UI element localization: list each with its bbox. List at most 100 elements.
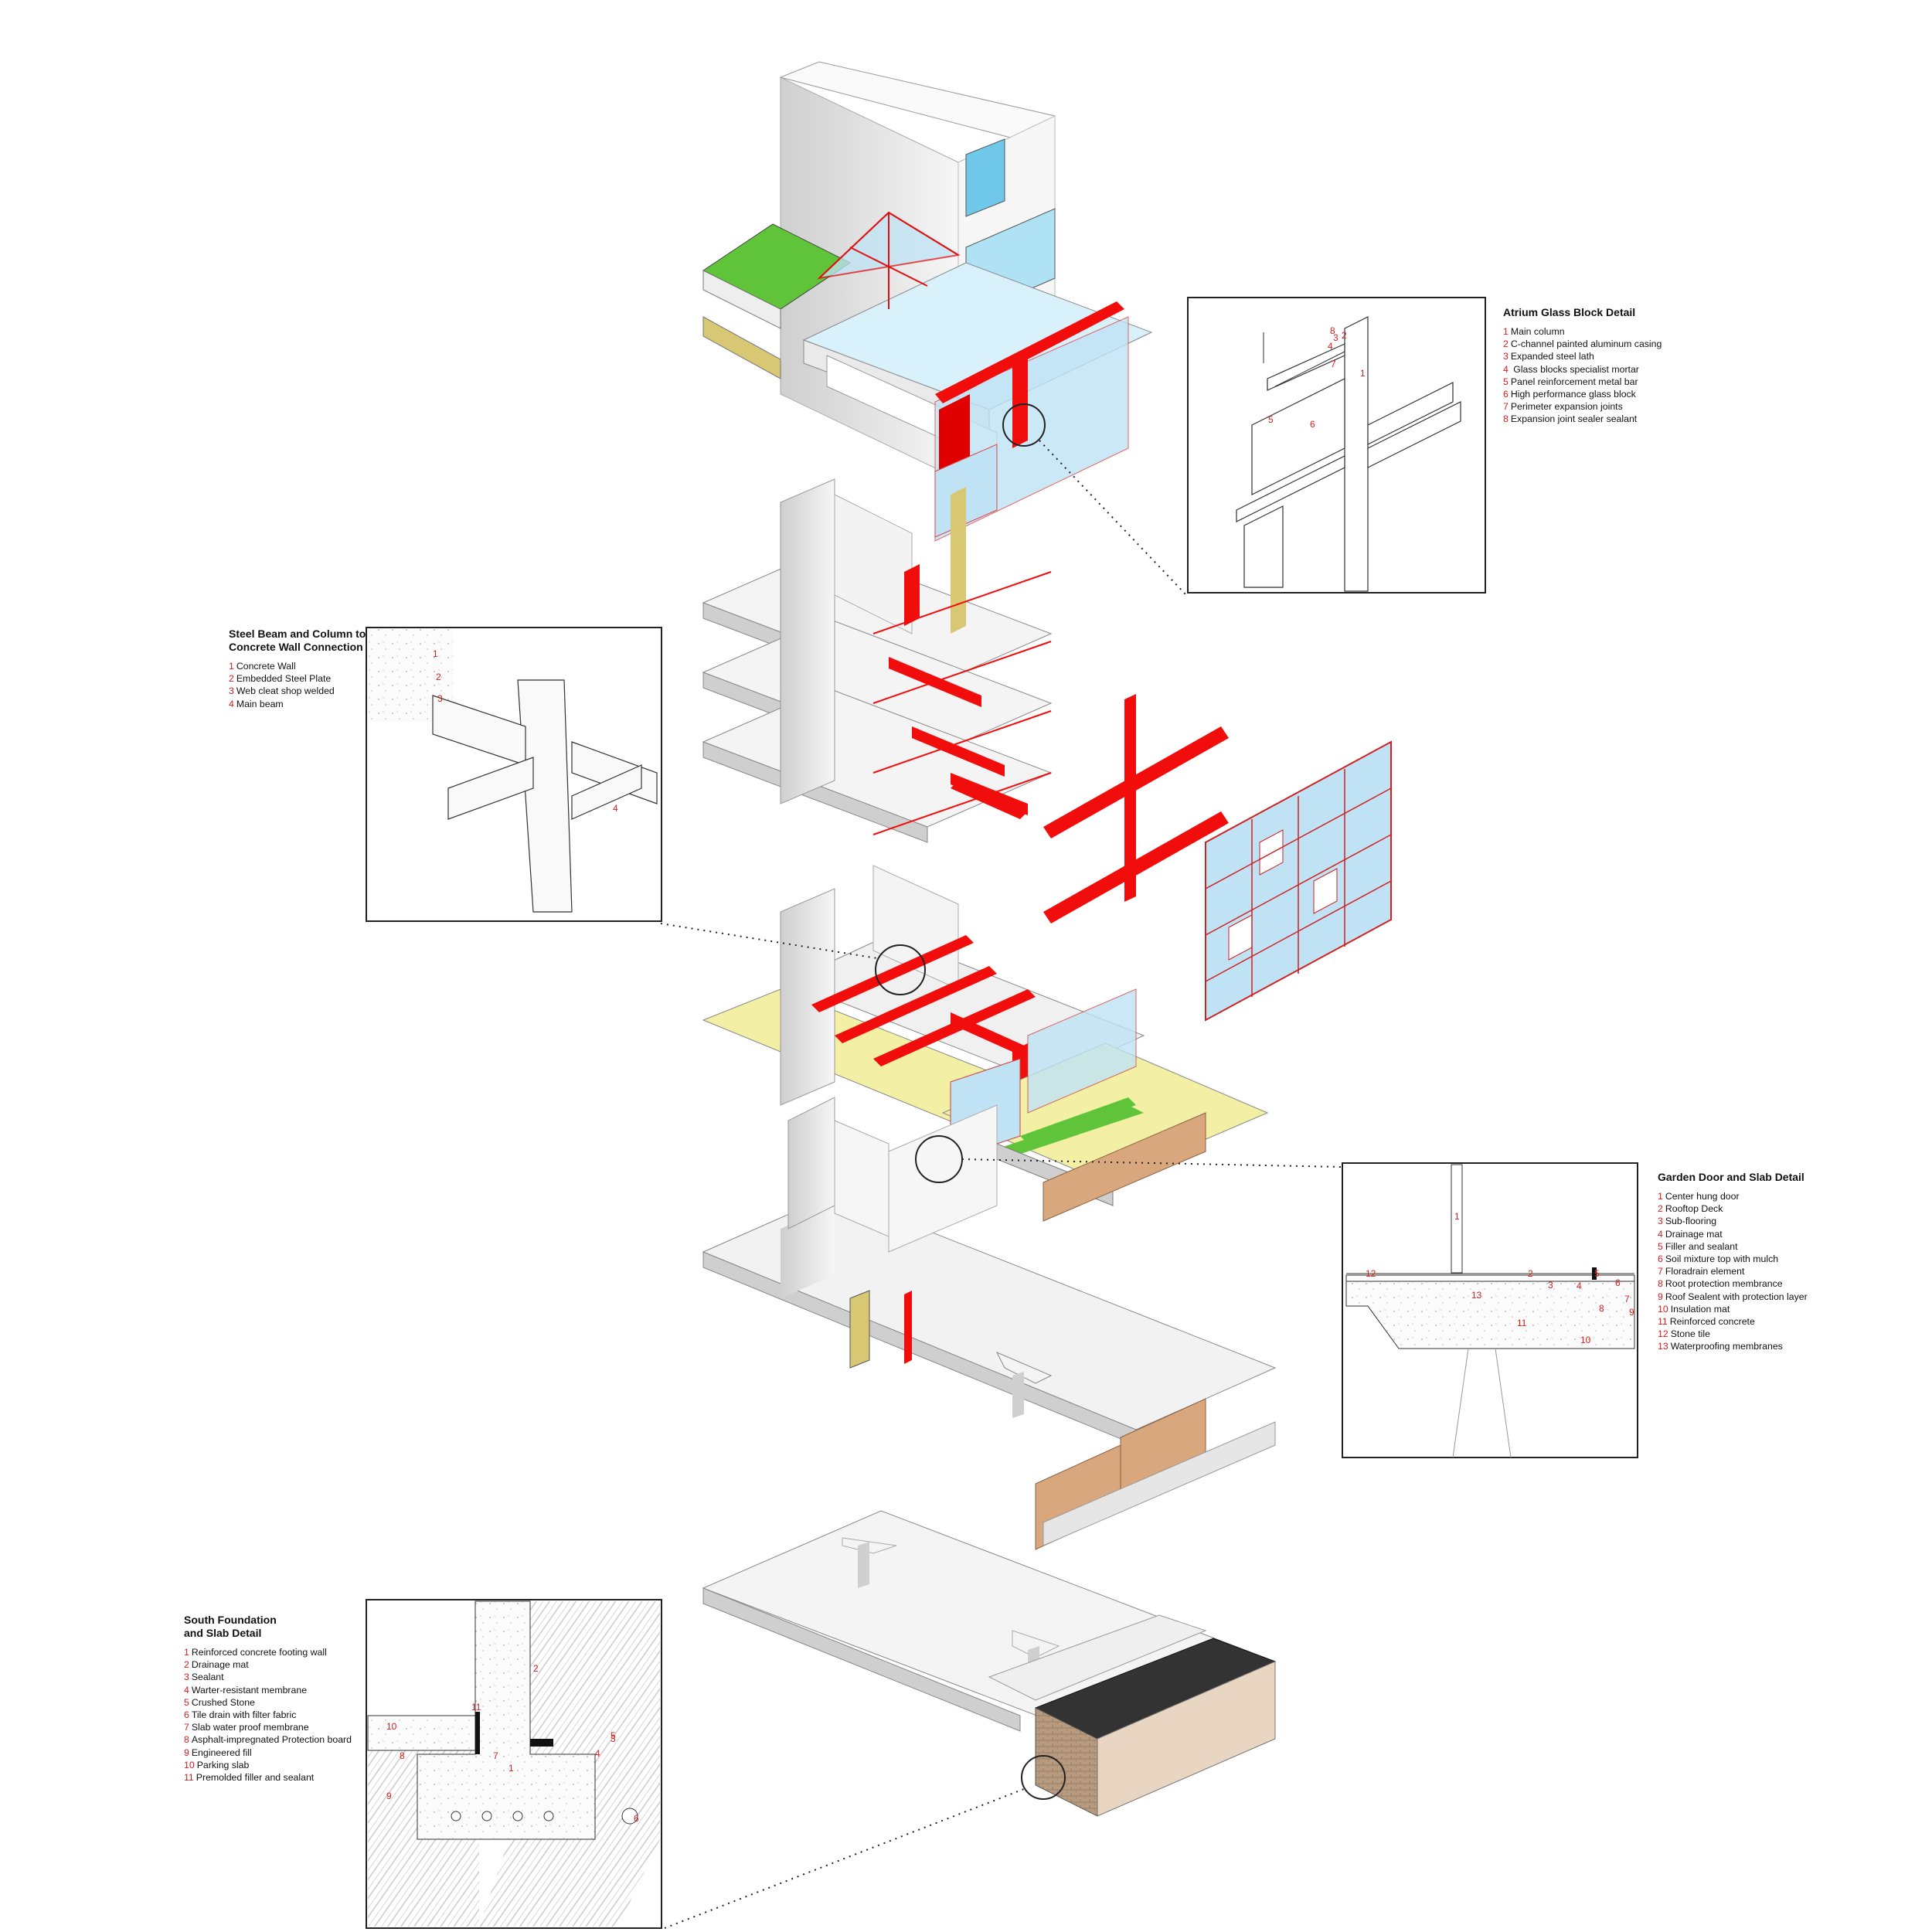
- legend-item-text: Root protection membrance: [1665, 1278, 1783, 1290]
- callout-number-steel: 1: [433, 648, 438, 659]
- callout-number-south: 10: [386, 1721, 397, 1732]
- legend-item-text: Web cleat shop welded: [236, 685, 335, 697]
- legend-item-number: 5: [1658, 1240, 1663, 1252]
- callout-circle-atrium: [1002, 403, 1046, 447]
- legend-item-number: 6: [1503, 389, 1509, 400]
- legend-item-number: 2: [229, 673, 234, 685]
- legend-item-text: Panel reinforcement metal bar: [1510, 376, 1638, 387]
- legend-item-text: Sealant: [191, 1672, 224, 1683]
- callout-number-south: 7: [493, 1750, 498, 1761]
- legend-item-number: 6: [1658, 1253, 1663, 1265]
- callout-number-atrium: 5: [1268, 414, 1274, 425]
- legend-item-number: 4: [184, 1684, 189, 1696]
- callout-number-steel: 4: [613, 803, 618, 814]
- callout-number-garden: 10: [1580, 1335, 1591, 1345]
- detail-south-drawing: [366, 1599, 662, 1929]
- roof-steel-frame: [935, 301, 1124, 479]
- legend-item-number: 5: [184, 1696, 189, 1708]
- legend-item-number: 5: [1503, 376, 1509, 387]
- legend-item-number: 3: [1503, 351, 1509, 362]
- legend-item-text: Drainage mat: [1665, 1228, 1723, 1240]
- callout-number-garden: 5: [1594, 1268, 1600, 1279]
- level-roof-atrium: [702, 61, 1153, 542]
- legend-item-number: 4: [1503, 363, 1509, 375]
- callout-number-atrium: 8: [1330, 325, 1335, 336]
- callout-number-garden: 2: [1528, 1268, 1533, 1279]
- legend-item-text: Slab water proof membrane: [191, 1722, 309, 1733]
- legend-item-text: Main column: [1510, 326, 1565, 337]
- legend-item-text: C-channel painted aluminum casing: [1510, 338, 1662, 350]
- exploded-glass-block-panel: [1205, 740, 1392, 1022]
- detail-garden-drawing: [1342, 1162, 1638, 1458]
- legend-item-number: 12: [1658, 1328, 1668, 1340]
- callout-number-south: 4: [595, 1748, 600, 1759]
- legend-item-number: 4: [229, 698, 234, 709]
- legend-item-text: Roof Sealent with protection layer: [1665, 1291, 1808, 1302]
- legend-item-number: 3: [229, 685, 234, 697]
- callout-number-garden: 8: [1599, 1303, 1604, 1314]
- leader-garden: [961, 1158, 1342, 1168]
- callout-number-south: 5: [611, 1730, 616, 1741]
- legend-item-number: 13: [1658, 1341, 1668, 1352]
- callout-number-atrium: 3: [1333, 332, 1338, 343]
- legend-item-text: Main beam: [236, 698, 284, 709]
- legend-item-text: Glass blocks specialist mortar: [1510, 363, 1639, 375]
- legend-item-number: 10: [184, 1759, 195, 1770]
- legend-title: Steel Beam and Column to Concrete Wall C…: [229, 628, 366, 653]
- legend-steel: Steel Beam and Column to Concrete Wall C…: [229, 628, 366, 710]
- legend-item-number: 2: [184, 1659, 189, 1671]
- legend-item-number: 8: [184, 1734, 189, 1746]
- callout-number-atrium: 6: [1310, 419, 1315, 430]
- legend-item-number: 10: [1658, 1303, 1668, 1315]
- legend-item-number: 7: [1503, 401, 1509, 413]
- legend-item-number: 1: [1658, 1191, 1663, 1202]
- callout-number-garden: 12: [1366, 1268, 1376, 1279]
- detail-steel-drawing: [366, 627, 662, 922]
- legend-title: Garden Door and Slab Detail: [1658, 1171, 1804, 1183]
- legend-item-text: Crushed Stone: [191, 1696, 255, 1708]
- legend-item-text: Drainage mat: [191, 1659, 249, 1671]
- legend-item-number: 8: [1503, 413, 1509, 425]
- legend-item-number: 11: [184, 1772, 194, 1784]
- legend-item-text: Reinforced concrete: [1669, 1316, 1755, 1328]
- legend-item-number: 2: [1658, 1203, 1663, 1215]
- legend-item-text: Filler and sealant: [1665, 1240, 1738, 1252]
- legend-item-number: 6: [184, 1709, 189, 1721]
- callout-leaders: [660, 403, 1342, 1929]
- leader-south: [664, 1788, 1025, 1929]
- legend-item-number: 9: [1658, 1291, 1663, 1302]
- legend-item-text: Floradrain element: [1665, 1266, 1745, 1277]
- callout-number-steel: 2: [436, 672, 441, 682]
- callout-number-garden: 4: [1577, 1281, 1582, 1291]
- legend-item-text: Engineered fill: [191, 1747, 252, 1758]
- detail-atrium-drawing: [1187, 297, 1486, 594]
